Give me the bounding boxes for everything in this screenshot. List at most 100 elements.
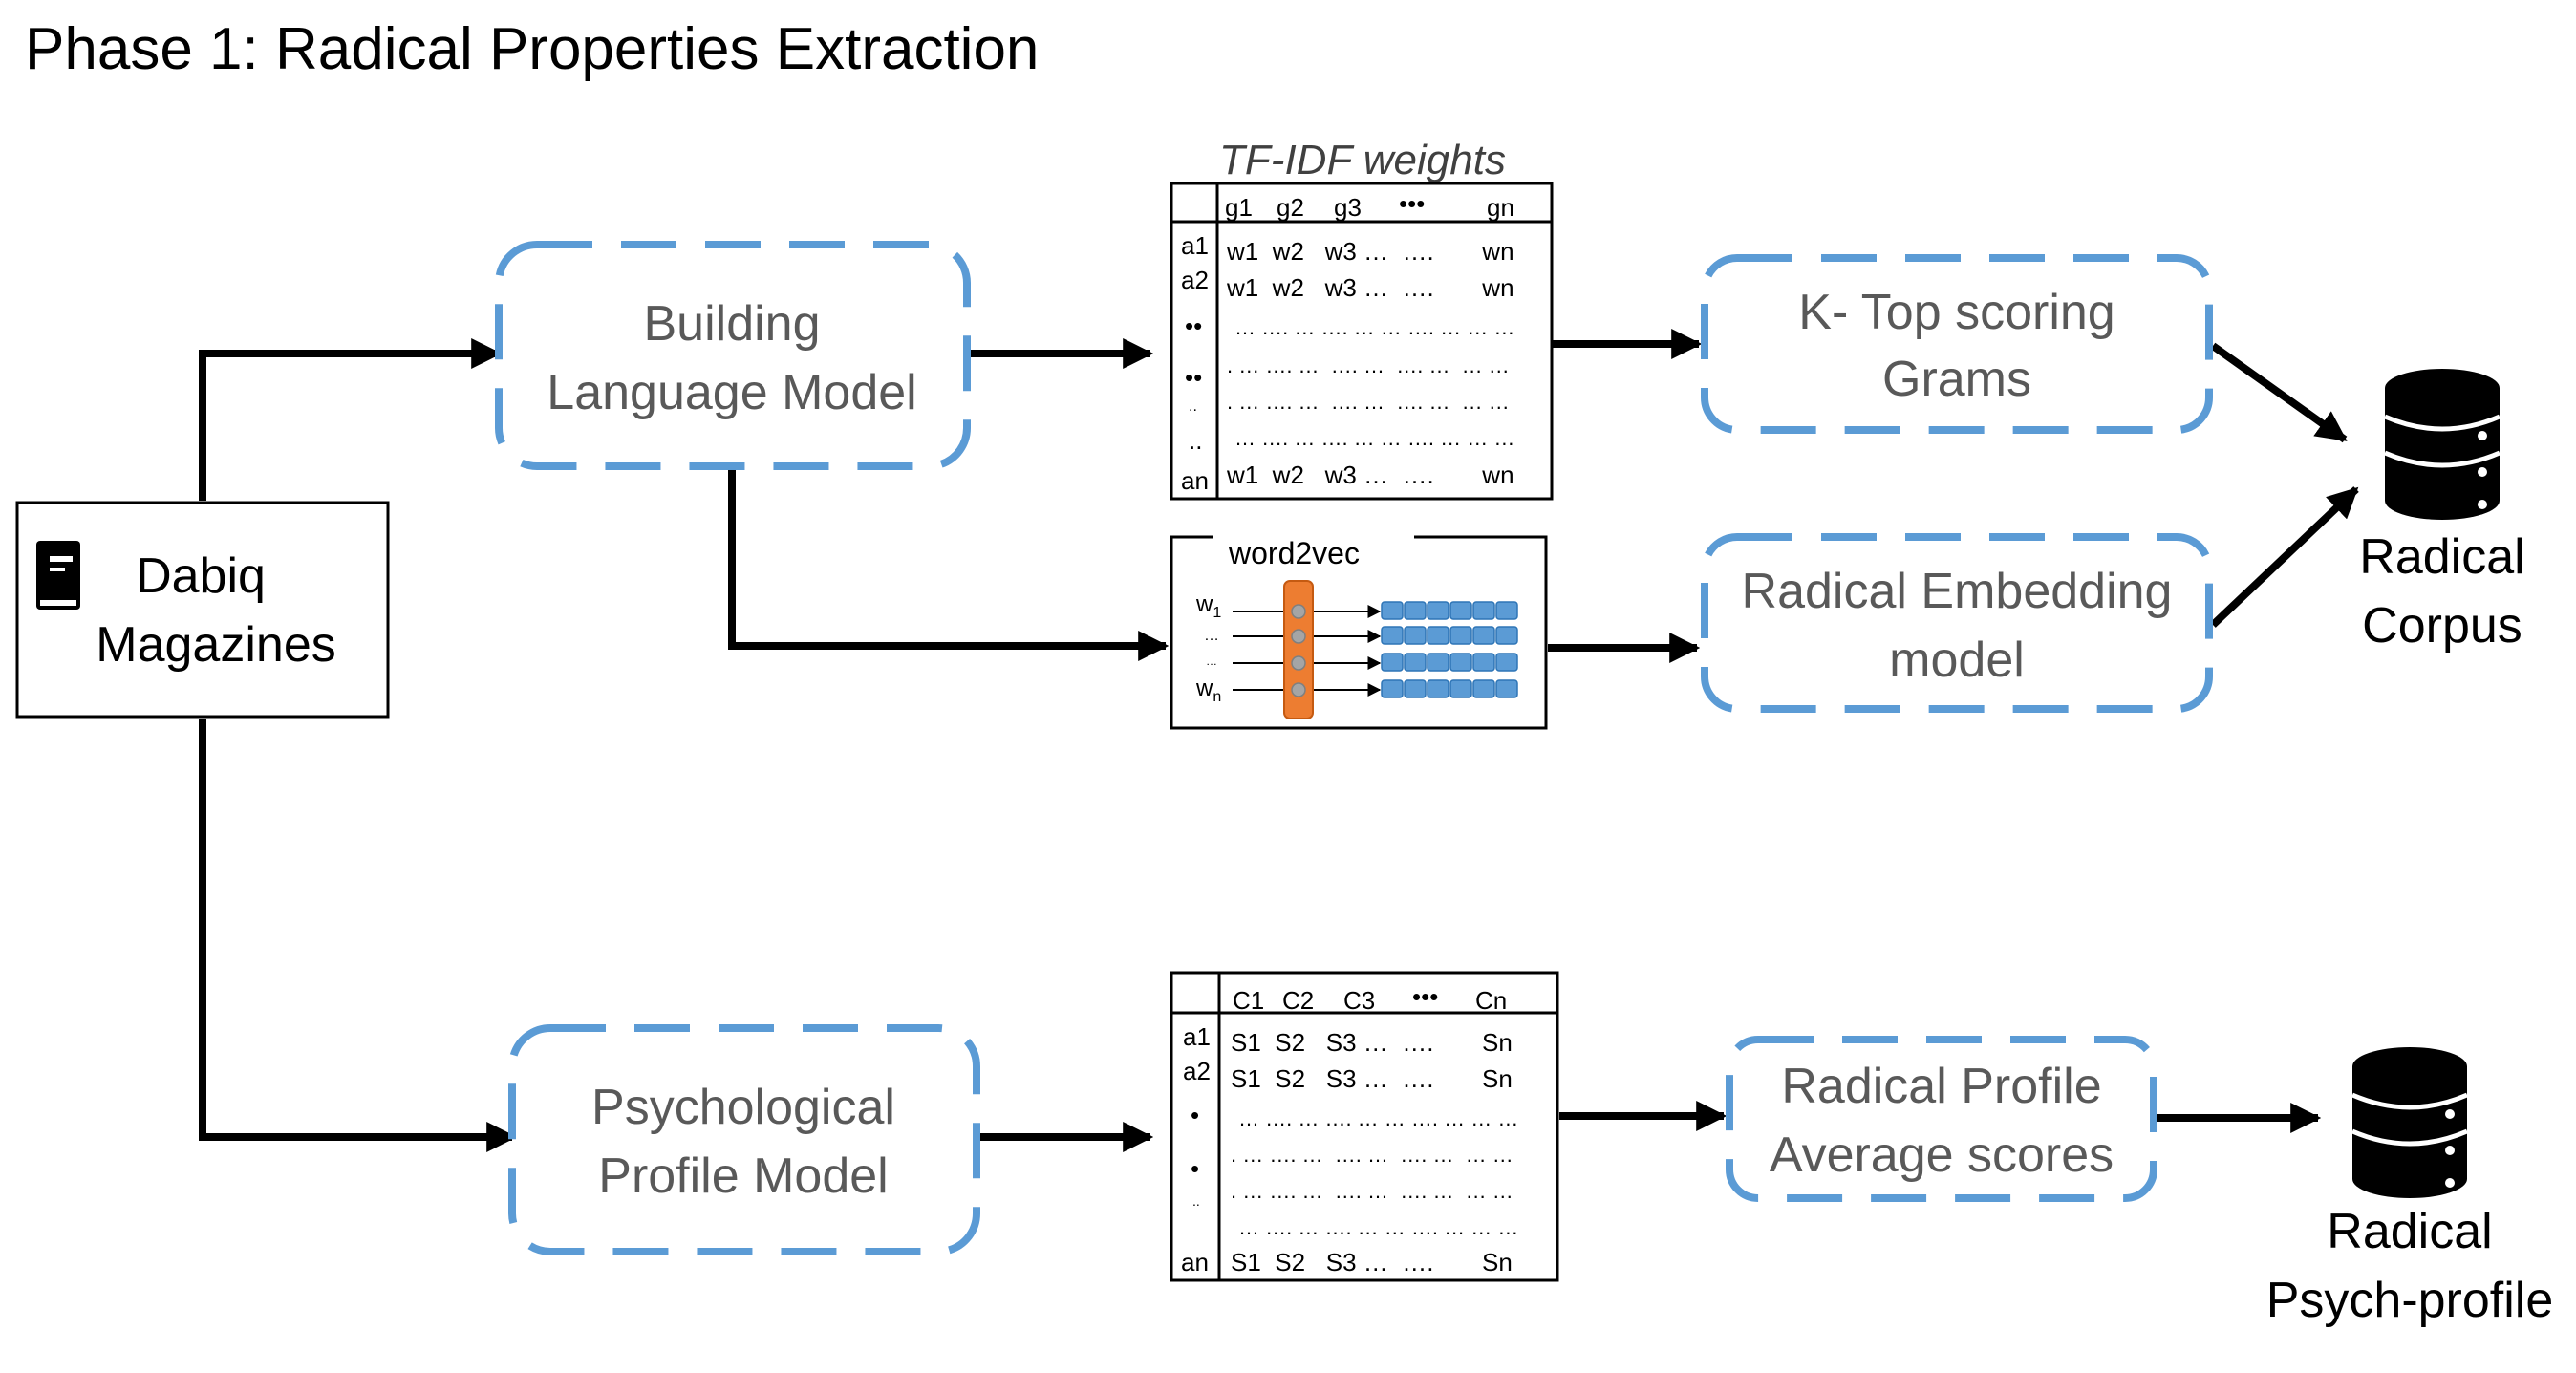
tfidf-row-7: w1 w2 w3 … …. wn: [1226, 461, 1514, 489]
tfidf-row-label-2: a2: [1181, 266, 1209, 294]
tfidf-row-label-3: ••: [1185, 311, 1202, 340]
word2vec-vector-cell: [1495, 653, 1518, 672]
word2vec-input-4: wn: [1195, 676, 1221, 705]
embedding-line1: Radical Embedding: [1742, 564, 2173, 619]
tfidf-header-4: •••: [1399, 189, 1425, 218]
tfidf-row-label-5: ..: [1189, 398, 1197, 415]
word2vec-vector-cell: [1427, 679, 1449, 698]
word2vec-vector-cell: [1404, 601, 1427, 620]
scores-row-3: … …. … …. … … …. … … …: [1238, 1106, 1518, 1130]
tfidf-table: TF-IDF weights g1 g2 g3 ••• gn a1 a2 •• …: [1170, 137, 1554, 501]
psych-model-line2: Profile Model: [598, 1148, 888, 1204]
word2vec-vector-cell: [1495, 626, 1518, 645]
tfidf-row-6: … …. … …. … … …. … … …: [1234, 426, 1514, 450]
avg-scores-line1: Radical Profile: [1781, 1059, 2101, 1114]
ktop-line2: Grams: [1882, 352, 2031, 407]
ktop-node: K- Top scoring Grams: [1701, 254, 2213, 434]
scores-row-7: S1 S2 S3 … …. Sn: [1231, 1248, 1513, 1276]
psych-model-line1: Psychological: [591, 1080, 895, 1135]
word2vec-vector-cell: [1381, 653, 1404, 672]
arrow-source-to-language-model: [199, 338, 503, 501]
word2vec-vector-cell: [1404, 679, 1427, 698]
tfidf-row-label-7: an: [1181, 466, 1209, 495]
tfidf-row-2: w1 w2 w3 … …. wn: [1226, 273, 1514, 302]
book-icon: [36, 541, 80, 610]
word2vec-vector-cell: [1472, 601, 1495, 620]
source-node: Dabiq Magazines: [15, 501, 390, 719]
scores-row-label-5: ..: [1192, 1193, 1200, 1209]
word2vec-vector-cell: [1427, 626, 1449, 645]
language-model-line1: Building: [643, 296, 820, 352]
word2vec-output-vectors: [1381, 601, 1518, 698]
word2vec-panel: word2vec w1 … … wn: [1170, 524, 1548, 730]
tfidf-header-5: gn: [1487, 193, 1514, 222]
scores-row-label-6: an: [1181, 1248, 1209, 1276]
arrow-embedding-to-corpus: [2210, 486, 2359, 628]
word2vec-vector-cell: [1404, 626, 1427, 645]
tfidf-caption: TF-IDF weights: [1219, 137, 1506, 183]
scores-header-4: •••: [1412, 982, 1438, 1011]
tfidf-header-2: g2: [1277, 193, 1304, 222]
word2vec-vector-cell: [1381, 601, 1404, 620]
arrow-language-model-to-word2vec: [728, 466, 1170, 661]
psych-profile-node: Radical Psych-profile: [2266, 1047, 2553, 1328]
scores-row-2: S1 S2 S3 … …. Sn: [1231, 1064, 1513, 1093]
word2vec-hidden-layer: [1283, 580, 1314, 719]
word2vec-neuron-1: [1291, 604, 1306, 619]
tfidf-row-5: . … …. … …. … …. … … …: [1227, 390, 1510, 414]
word2vec-input-3: …: [1206, 654, 1217, 668]
corpus-node: Radical Corpus: [2359, 369, 2525, 654]
avg-scores-line2: Average scores: [1770, 1127, 2114, 1183]
language-model-line2: Language Model: [547, 365, 916, 420]
avg-scores-node: Radical Profile Average scores: [1726, 1036, 2157, 1202]
tfidf-row-label-1: a1: [1181, 231, 1209, 260]
word2vec-vector-cell: [1381, 679, 1404, 698]
scores-row-label-1: a1: [1183, 1022, 1211, 1051]
word2vec-neuron-2: [1291, 629, 1306, 644]
corpus-line1: Radical: [2359, 529, 2524, 585]
scores-header-1: C1: [1233, 986, 1264, 1015]
scores-row-label-3: •: [1191, 1101, 1199, 1129]
embedding-line2: model: [1889, 633, 2025, 688]
ktop-line1: K- Top scoring: [1798, 285, 2114, 340]
scores-table: C1 C2 C3 ••• Cn a1 a2 • • .. an S1 S2 S3…: [1170, 971, 1559, 1282]
word2vec-vector-cell: [1427, 653, 1449, 672]
tfidf-row-1: w1 w2 w3 … …. wn: [1226, 237, 1514, 266]
scores-header-2: C2: [1282, 986, 1314, 1015]
connectors: [199, 329, 2359, 1152]
word2vec-vector-cell: [1495, 601, 1518, 620]
scores-row-1: S1 S2 S3 … …. Sn: [1231, 1028, 1513, 1057]
word2vec-input-2: …: [1204, 628, 1219, 644]
scores-row-4: . … …. … …. … …. … … …: [1231, 1143, 1513, 1167]
word2vec-vector-cell: [1449, 626, 1472, 645]
scores-header-3: C3: [1343, 986, 1375, 1015]
source-label-line1: Dabiq: [136, 548, 266, 604]
diagram-title: Phase 1: Radical Properties Extraction: [25, 16, 1039, 82]
word2vec-vector-cell: [1472, 679, 1495, 698]
word2vec-vector-cell: [1495, 679, 1518, 698]
word2vec-vector-cell: [1404, 653, 1427, 672]
tfidf-row-label-4: ••: [1185, 363, 1202, 392]
embedding-node: Radical Embedding model: [1701, 533, 2213, 713]
arrow-ktop-to-corpus: [2210, 342, 2348, 443]
database-icon: [2384, 369, 2501, 520]
psych-model-node: Psychological Profile Model: [508, 1024, 980, 1255]
scores-row-label-2: a2: [1183, 1057, 1211, 1085]
word2vec-vector-cell: [1449, 679, 1472, 698]
tfidf-header-3: g3: [1334, 193, 1362, 222]
word2vec-vector-cell: [1449, 653, 1472, 672]
scores-row-6: … …. … …. … … …. … … …: [1238, 1215, 1518, 1239]
tfidf-row-4: . … …. … …. … …. … … …: [1227, 354, 1510, 377]
word2vec-vector-cell: [1381, 626, 1404, 645]
word2vec-vector-cell: [1472, 626, 1495, 645]
word2vec-vector-cell: [1427, 601, 1449, 620]
database-icon: [2351, 1047, 2468, 1198]
word2vec-title: word2vec: [1228, 536, 1360, 570]
scores-header-5: Cn: [1475, 986, 1507, 1015]
corpus-line2: Corpus: [2362, 598, 2522, 654]
word2vec-vector-cell: [1449, 601, 1472, 620]
tfidf-row-label-6: ..: [1189, 426, 1202, 455]
arrow-source-to-psych-model: [199, 719, 518, 1152]
